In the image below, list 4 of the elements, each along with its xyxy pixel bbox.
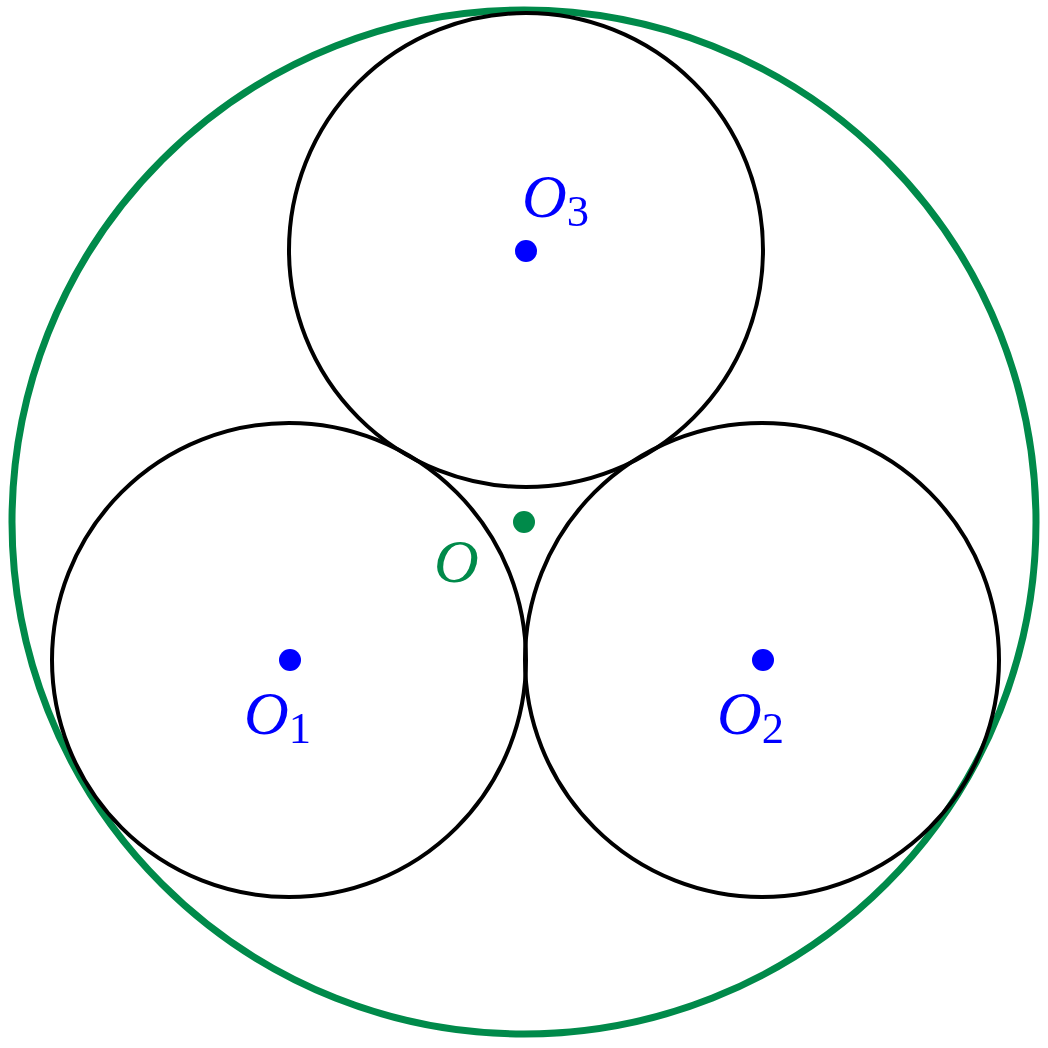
point-label: O [434, 530, 479, 592]
point-label: O$_{3}$ [522, 165, 590, 234]
point-label: O$_{2}$ [717, 682, 785, 751]
point-label: O$_{1}$ [244, 682, 312, 751]
